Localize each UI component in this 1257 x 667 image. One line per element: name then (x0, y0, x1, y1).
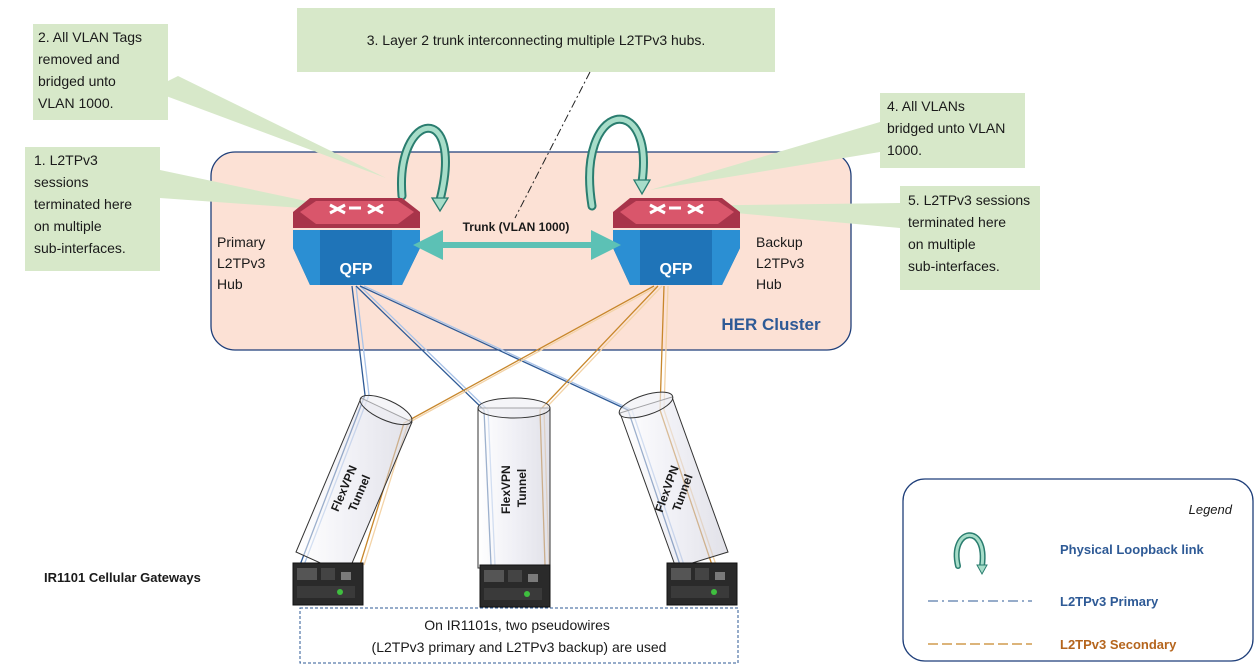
callout-3-line: 3. Layer 2 trunk interconnecting multipl… (367, 32, 706, 48)
legend-title: Legend (1189, 502, 1233, 517)
callout-2: 2. All VLAN Tags removed and bridged unt… (33, 24, 168, 120)
gateway-device-icon (479, 564, 551, 608)
svg-text:2. All VLAN Tags removed: 2. All VLAN Tags removed and bridged unt… (38, 29, 146, 111)
callout-4-line: 1000. (887, 142, 922, 158)
gateway-device-icon (666, 562, 738, 606)
legend-item-loopback: Physical Loopback link (1060, 542, 1205, 557)
legend-loopback-icon (953, 532, 988, 576)
svg-text:FlexVPN Tunnel: FlexVPN Tunnel (499, 462, 529, 514)
callout-5-line: 5. L2TPv3 sessions (908, 192, 1030, 208)
loopback-arrow-icon (397, 123, 450, 213)
trunk-label: Trunk (VLAN 1000) (463, 220, 570, 234)
svg-text:1. L2TPv3 sessions: 1. L2TPv3 sessions terminated here on mu… (34, 152, 136, 256)
callout-1-line: sessions (34, 174, 88, 190)
gateway-device-icon (292, 562, 364, 606)
callout-1-line: on multiple (34, 218, 102, 234)
callout-5-line: on multiple (908, 236, 976, 252)
callout-4-line: 4. All VLANs (887, 98, 965, 114)
tunnel-2-label: Tunnel (515, 469, 529, 507)
tunnel-2-label: FlexVPN (499, 465, 513, 514)
tunnel-3-icon: FlexVPN Tunnel (618, 391, 729, 569)
pseudowire-note-text: On IR1101s, two pseudowires (L2TPv3 prim… (372, 617, 667, 655)
callout-1-line: terminated here (34, 196, 132, 212)
callout-4-pointer (650, 122, 880, 190)
legend-item-primary: L2TPv3 Primary (1060, 594, 1159, 609)
legend-box (902, 478, 1254, 662)
router-backup-icon: QFP (613, 198, 740, 285)
pseudowire-note-box (299, 607, 739, 664)
callout-3: 3. Layer 2 trunk interconnecting multipl… (297, 8, 775, 72)
callout-2-line: VLAN 1000. (38, 95, 114, 111)
router-primary-icon: QFP (293, 198, 420, 285)
callout-2-line: removed and (38, 51, 120, 67)
backup-hub-label: Backup L2TPv3 Hub (756, 234, 808, 292)
svg-text:5. L2TPv3 sessions termi: 5. L2TPv3 sessions terminated here on mu… (908, 192, 1034, 274)
router-primary-chip: QFP (340, 261, 373, 278)
callout-2-pointer (150, 76, 386, 178)
callout-1-line: 1. L2TPv3 (34, 152, 98, 168)
legend-item-secondary: L2TPv3 Secondary (1060, 637, 1177, 652)
gateways-label: IR1101 Cellular Gateways (44, 570, 201, 585)
callout-2-line: 2. All VLAN Tags (38, 29, 142, 45)
callout-5: 5. L2TPv3 sessions terminated here on mu… (900, 186, 1040, 290)
callout-1: 1. L2TPv3 sessions terminated here on mu… (25, 147, 160, 271)
layer2-trunk-line (514, 71, 591, 219)
callout-4: 4. All VLANs bridged unto VLAN 1000. (880, 93, 1025, 168)
callout-4-line: bridged unto VLAN (887, 120, 1005, 136)
tunnel-2-icon: FlexVPN Tunnel (477, 397, 551, 569)
loopback-arrow-icon (585, 114, 652, 211)
router-backup-chip: QFP (660, 261, 693, 278)
svg-text:4. All VLANs bridged unt: 4. All VLANs bridged unto VLAN 1000. (887, 98, 1009, 158)
tunnel-1-icon: FlexVPN Tunnel (295, 394, 413, 576)
her-cluster-label: HER Cluster (721, 315, 821, 334)
callout-5-line: sub-interfaces. (908, 258, 1000, 274)
primary-hub-label: Primary L2TPv3 Hub (217, 234, 269, 292)
callout-1-line: sub-interfaces. (34, 240, 126, 256)
callout-2-line: bridged unto (38, 73, 116, 89)
callout-5-line: terminated here (908, 214, 1006, 230)
